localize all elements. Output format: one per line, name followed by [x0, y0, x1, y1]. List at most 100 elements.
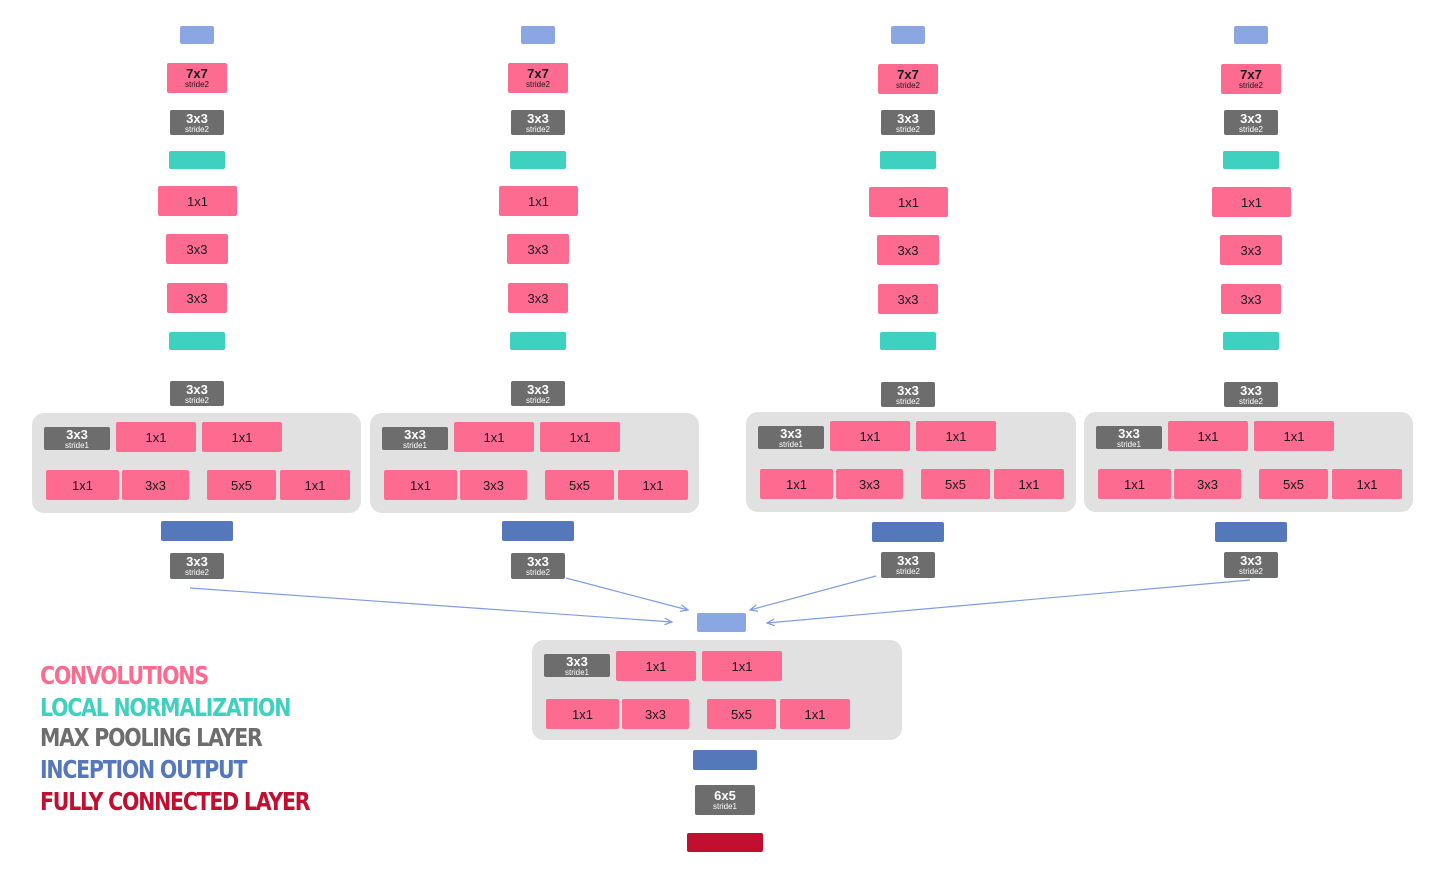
- column-2-pool-3-stride: stride2: [525, 568, 550, 577]
- column-3-inception-1x1-a-label: 1x1: [859, 428, 881, 444]
- column-1-inception-1x1-c: 1x1: [46, 470, 119, 500]
- merged-inception-1x1-d-label: 1x1: [804, 706, 826, 722]
- column-2-inception-5x5-label: 5x5: [569, 477, 590, 493]
- column-4-inception-pool-stride: stride1: [1116, 439, 1141, 449]
- column-3-inception-pool-stride: stride1: [778, 439, 803, 449]
- column-2-inception-1x1-a: 1x1: [454, 422, 534, 452]
- merged-inception-1x1-b: 1x1: [702, 651, 782, 681]
- column-2-pool-3-label: 3x3: [527, 554, 549, 569]
- merged-inception-5x5-label: 5x5: [731, 706, 752, 722]
- column-1-inception-1x1-a: 1x1: [116, 422, 196, 452]
- column-4-inception-1x1-c-label: 1x1: [1124, 476, 1145, 492]
- column-2-conv-7x7-stride: stride2: [525, 80, 550, 89]
- column-4-inception-output: [1215, 522, 1287, 542]
- column-1-pool-3-stride: stride2: [184, 568, 209, 577]
- merged-inception-1x1-d: 1x1: [780, 699, 850, 729]
- column-2-conv-1x1-label: 1x1: [528, 193, 549, 209]
- legend-inception-output: INCEPTION OUTPUT: [40, 755, 247, 784]
- merged-inception-1x1-c: 1x1: [546, 699, 619, 729]
- column-4-inception-3x3-label: 3x3: [1197, 476, 1218, 492]
- column-4-inception-1x1-b-label: 1x1: [1283, 428, 1305, 444]
- column-1-local-norm-2: [169, 332, 225, 350]
- column-3-pool-1-stride: stride2: [895, 124, 920, 134]
- column-2-inception-3x3: 3x3: [460, 470, 527, 500]
- column-3-input: [891, 26, 925, 44]
- column-3-inception-3x3: 3x3: [836, 469, 903, 499]
- column-1-inception-3x3-label: 3x3: [145, 477, 166, 493]
- column-2-local-norm-2: [510, 332, 566, 350]
- column-1-input: [180, 26, 214, 44]
- column-2-inception-output: [502, 521, 574, 541]
- column-2-conv-3x3-b: 3x3: [508, 283, 568, 313]
- column-1-conv-7x7-label: 7x7: [186, 66, 208, 81]
- column-3-inception-1x1-b: 1x1: [916, 421, 996, 451]
- column-2-pool-2-stride: stride2: [525, 395, 550, 405]
- column-1-conv-1x1-label: 1x1: [187, 193, 208, 209]
- column-3-conv-3x3-a: 3x3: [877, 235, 939, 265]
- column-3-conv-7x7-label: 7x7: [897, 67, 919, 82]
- column-2-inception-1x1-c-label: 1x1: [410, 477, 431, 493]
- column-1-conv-1x1: 1x1: [158, 186, 237, 216]
- column-2-conv-3x3-a-label: 3x3: [527, 241, 549, 257]
- column-4-pool-2-stride: stride2: [1238, 396, 1263, 406]
- column-2-pool-2-label: 3x3: [527, 381, 549, 397]
- column-4-local-norm-2: [1223, 332, 1279, 350]
- column-2-inception-1x1-a-label: 1x1: [483, 429, 505, 445]
- column-3-pool-2-stride: stride2: [895, 396, 920, 406]
- column-4-pool-1-stride: stride2: [1238, 124, 1263, 134]
- legend-local-normalization: LOCAL NORMALIZATION: [40, 693, 291, 722]
- column-1-conv-3x3-b-label: 3x3: [186, 290, 208, 306]
- column-1-inception-3x3: 3x3: [122, 470, 189, 500]
- column-4-inception-1x1-d-label: 1x1: [1356, 476, 1378, 492]
- column-2-input: [521, 26, 555, 44]
- column-4-inception-1x1-d: 1x1: [1332, 469, 1402, 499]
- column-4-inception-1x1-b: 1x1: [1254, 421, 1334, 451]
- column-1-inception-1x1-d: 1x1: [280, 470, 350, 500]
- merged-inception-3x3-label: 3x3: [645, 706, 666, 722]
- column-3-pool-2-label: 3x3: [897, 382, 919, 398]
- column-3-conv-1x1-label: 1x1: [898, 194, 919, 210]
- column-1-pool-1-label: 3x3: [186, 110, 208, 126]
- column-3-inception-5x5: 5x5: [921, 469, 990, 499]
- column-1-pool-2-stride: stride2: [184, 395, 209, 405]
- column-2-inception-5x5: 5x5: [545, 470, 614, 500]
- column-4-conv-3x3-a: 3x3: [1220, 235, 1282, 265]
- arrow-column-1: [189, 587, 672, 622]
- column-2-conv-7x7-label: 7x7: [527, 66, 549, 81]
- column-3-conv-1x1: 1x1: [869, 187, 948, 217]
- column-4-conv-3x3-b: 3x3: [1221, 284, 1281, 314]
- merged-pool-6x5-label: 6x5: [714, 788, 736, 803]
- column-2-local-norm-1: [510, 151, 566, 169]
- merged-input: [697, 613, 746, 632]
- column-3-inception-5x5-label: 5x5: [945, 476, 966, 492]
- column-4-inception-5x5-label: 5x5: [1283, 476, 1304, 492]
- column-2-inception-1x1-b: 1x1: [540, 422, 620, 452]
- merged-inception-3x3: 3x3: [622, 699, 689, 729]
- column-3-pool-1-label: 3x3: [897, 110, 919, 126]
- column-2-pool-1-label: 3x3: [527, 110, 549, 126]
- arrow-column-2: [565, 577, 688, 610]
- column-4-conv-7x7-label: 7x7: [1240, 67, 1262, 82]
- column-2-conv-3x3-b-label: 3x3: [527, 290, 549, 306]
- merged-inception-1x1-c-label: 1x1: [572, 706, 593, 722]
- column-2-conv-3x3-a: 3x3: [507, 234, 569, 264]
- column-1-inception-1x1-a-label: 1x1: [145, 429, 167, 445]
- column-3-inception-1x1-d-label: 1x1: [1018, 476, 1040, 492]
- column-4-input: [1234, 26, 1268, 44]
- column-2-inception-1x1-b-label: 1x1: [569, 429, 591, 445]
- column-3-conv-7x7-stride: stride2: [895, 81, 920, 90]
- merged-inception-5x5: 5x5: [707, 699, 776, 729]
- legend-fully-connected: FULLY CONNECTED LAYER: [40, 787, 311, 816]
- column-4-conv-1x1-label: 1x1: [1241, 194, 1262, 210]
